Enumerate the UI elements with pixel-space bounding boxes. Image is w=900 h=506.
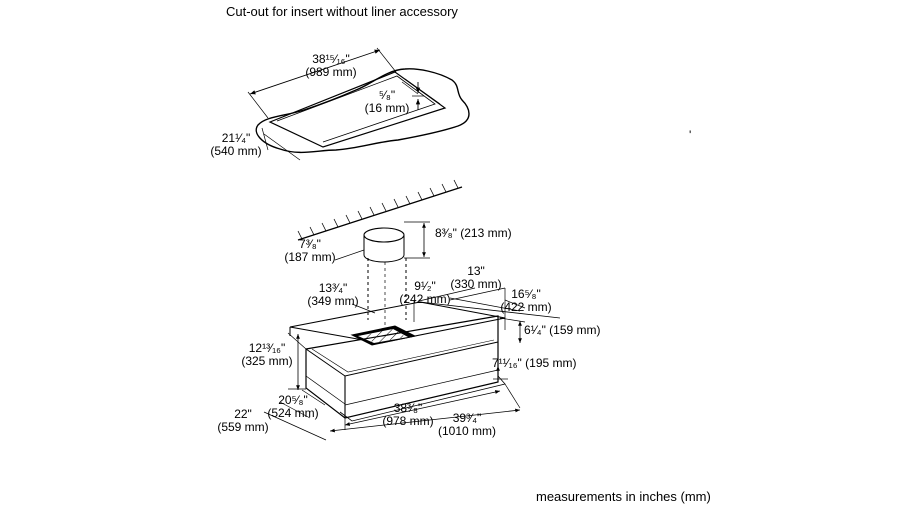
stray-mark: ' <box>689 128 692 142</box>
outer-width-label: 39³⁄₄" (1010 mm) <box>430 412 504 438</box>
cutout-width-label: 38¹⁵⁄₁₆" (989 mm) <box>296 53 366 79</box>
cutout-width-mm: (989 mm) <box>305 65 357 79</box>
outer-width-mm: (1010 mm) <box>437 424 496 438</box>
inner-depth-mm: (524 mm) <box>267 406 319 420</box>
inner-depth-label: 20⁵⁄₈" (524 mm) <box>262 394 324 420</box>
countertop-outline <box>255 68 470 154</box>
duct-offset-x-in: 13³⁄₄" <box>318 281 348 295</box>
inner-width-label: 38³⁄₈" (978 mm) <box>373 402 443 428</box>
duct-offset-x-mm: (349 mm) <box>307 294 359 308</box>
countertop-cutout <box>247 47 470 161</box>
duct-diameter-mm: (187 mm) <box>284 250 336 264</box>
cutout-lip-label: ⁵⁄₈" (16 mm) <box>362 89 412 115</box>
liner-height-label: 7¹¹⁄₁₆" (195 mm) <box>492 356 577 370</box>
duct-offset-y-in: 9¹⁄₂" <box>414 279 436 293</box>
duct-offset-x-label: 13³⁄₄" (349 mm) <box>302 282 364 308</box>
cutout-depth-in: 21¹⁄₄" <box>221 131 251 145</box>
ceiling-hatch <box>297 179 459 240</box>
total-height-mm: (325 mm) <box>241 354 293 368</box>
duct-offset-y-label: 9¹⁄₂" (242 mm) <box>395 280 455 306</box>
duct-height-label: 8³⁄₈" (213 mm) <box>435 226 512 240</box>
hood-insert <box>263 179 561 441</box>
cutout-width-in: 38¹⁵⁄₁₆" <box>312 52 350 66</box>
outer-depth-label: 22" (559 mm) <box>210 408 276 434</box>
duct-diameter-label: 7³⁄₈" (187 mm) <box>280 238 340 264</box>
depth-16-in: 16⁵⁄₈" <box>511 287 541 301</box>
ceiling-line <box>297 186 463 241</box>
inner-depth-in: 20⁵⁄₈" <box>278 393 308 407</box>
depth-16-mm: (422 mm) <box>500 300 552 314</box>
depth-13-label: 13" (330 mm) <box>446 265 506 291</box>
cutout-depth-label: 21¹⁄₄" (540 mm) <box>205 132 267 158</box>
inner-width-mm: (978 mm) <box>382 414 434 428</box>
inner-width-in: 38³⁄₈" <box>393 401 423 415</box>
cutout-lip-mm: (16 mm) <box>364 101 410 115</box>
outer-width-in: 39³⁄₄" <box>452 411 482 425</box>
duct-offset-y-mm: (242 mm) <box>399 292 451 306</box>
outer-depth-mm: (559 mm) <box>217 420 269 434</box>
total-height-in: 12¹³⁄₁₆" <box>248 341 286 355</box>
depth-16-label: 16⁵⁄₈" (422 mm) <box>494 288 558 314</box>
outer-depth-in: 22" <box>234 407 252 421</box>
total-height-label: 12¹³⁄₁₆" (325 mm) <box>236 342 298 368</box>
top-height-label: 6¹⁄₄" (159 mm) <box>524 323 601 337</box>
diagram-title: Cut-out for insert without liner accesso… <box>226 4 458 19</box>
duct-diameter-in: 7³⁄₈" <box>299 237 321 251</box>
units-note: measurements in inches (mm) <box>536 489 711 504</box>
cutout-depth-mm: (540 mm) <box>210 144 262 158</box>
duct-top <box>363 227 405 243</box>
depth-13-mm: (330 mm) <box>450 277 502 291</box>
cutout-lip-in: ⁵⁄₈" <box>378 88 396 102</box>
depth-13-in: 13" <box>467 264 485 278</box>
